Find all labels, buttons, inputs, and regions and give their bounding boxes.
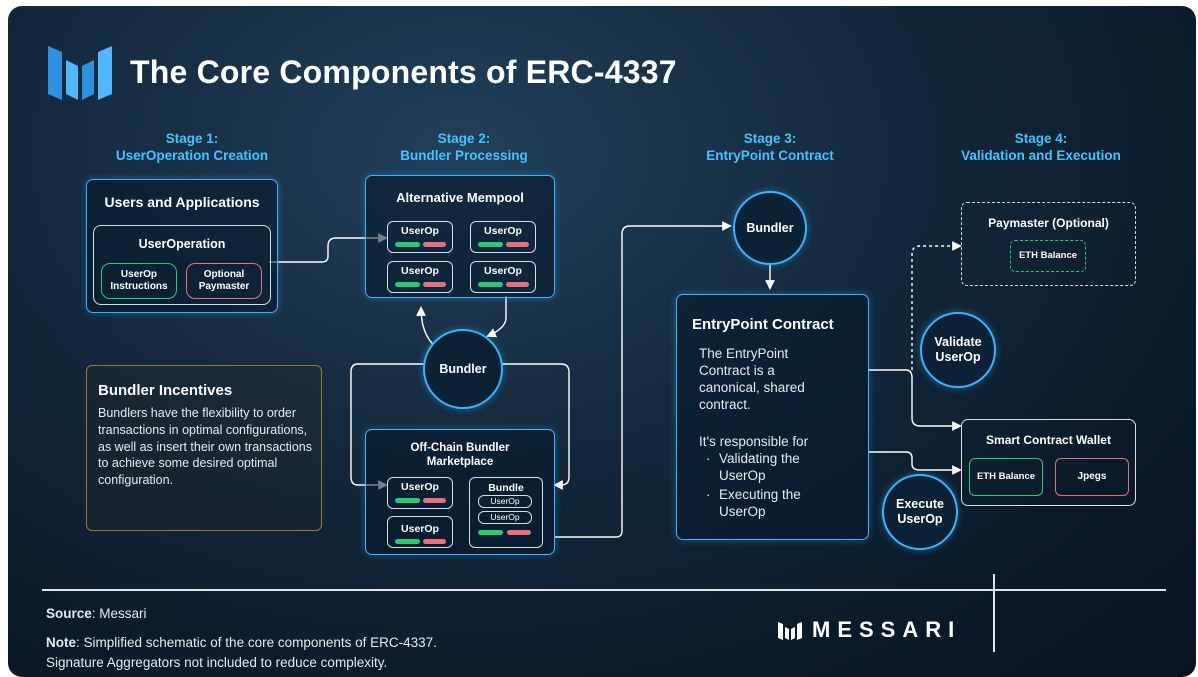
stage-2-number: Stage 2: [437,131,491,146]
stage-2-name: Bundler Processing [400,148,528,163]
entrypoint-bullet: ·Executing the UserOp [706,486,819,520]
userop-label: UserOp [401,481,439,493]
stage-3-number: Stage 3: [743,131,797,146]
users-applications-box: Users and Applications UserOperation Use… [86,179,278,313]
userop-card: UserOp [387,516,453,548]
entrypoint-title: EntryPoint Contract [692,316,834,333]
execute-line-1: Execute [896,497,944,511]
validate-line-2: UserOp [935,350,981,364]
stage3-bundler-node: Bundler [733,191,807,265]
userop-card: UserOp [387,221,453,253]
bundle-card: Bundle UserOp UserOp [469,477,543,548]
alternative-mempool-box: Alternative Mempool UserOp UserOp UserOp… [365,175,555,298]
userop-label: UserOp [401,265,439,277]
entrypoint-bullet-list: ·Validating the UserOp ·Executing the Us… [706,450,819,520]
note-line-1: : Simplified schematic of the core compo… [76,635,437,650]
smart-contract-wallet-box: Smart Contract Wallet ETH Balance Jpegs [961,419,1136,506]
stage3-bundler-label: Bundler [746,220,794,235]
userop-card: UserOp [470,221,536,253]
wallet-title: Smart Contract Wallet [986,433,1111,447]
marketplace-title-line-2: Marketplace [426,456,494,468]
page-title: The Core Components of ERC-4337 [130,54,677,90]
bullet-text: Validating the UserOp [719,451,800,483]
entrypoint-description: The EntryPoint Contract is a canonical, … [699,346,805,412]
entrypoint-responsibility-intro: It's responsible for [699,434,809,449]
bundler-node: Bundler [423,329,503,409]
instructions-line-2: Instructions [110,281,168,292]
stage-3-name: EntryPoint Contract [706,148,834,163]
stage-2-header: Stage 2: Bundler Processing [354,130,574,164]
instructions-line-1: UserOp [120,269,158,280]
wallet-jpegs: Jpegs [1055,458,1129,496]
paymaster-title: Paymaster (Optional) [988,216,1109,230]
note-text: Note: Simplified schematic of the core c… [46,633,437,673]
bundler-incentives-title: Bundler Incentives [98,382,233,399]
execute-line-2: UserOp [897,512,943,526]
source-text: Source: Messari [46,606,147,621]
connector-lines [269,221,962,538]
messari-logo-icon [48,46,112,100]
bundle-userop-chip: UserOp [478,495,532,508]
entrypoint-bullet: ·Validating the UserOp [706,450,819,484]
useroperation-title: UserOperation [138,237,226,251]
stage-4-name: Validation and Execution [961,148,1121,163]
bundler-incentives-box: Bundler Incentives Bundlers have the fle… [86,365,322,531]
note-line-2: Signature Aggregators not included to re… [46,655,388,670]
messari-wordmark: MESSARI [812,617,962,642]
source-value: : Messari [91,606,147,621]
userop-label: UserOp [401,225,439,237]
stage-4-header: Stage 4: Validation and Execution [931,130,1151,164]
userop-card: UserOp [387,477,453,509]
validate-line-1: Validate [934,335,982,349]
stage-3-header: Stage 3: EntryPoint Contract [660,130,880,164]
bullet-text: Executing the UserOp [719,487,801,519]
messari-brand: MESSARI [778,617,961,643]
alternative-mempool-title: Alternative Mempool [396,190,524,205]
bundler-incentives-body: Bundlers have the flexibility to order t… [98,406,312,488]
entrypoint-contract-box: EntryPoint Contract The EntryPoint Contr… [676,294,869,540]
bundler-node-label: Bundler [439,361,487,376]
userop-label: UserOp [484,265,522,277]
bundle-userop-chip: UserOp [478,511,532,524]
stage-4-number: Stage 4: [1014,131,1068,146]
stage-1-name: UserOperation Creation [115,148,269,163]
paymaster-line-2: Paymaster [198,281,250,292]
paymaster-eth-balance: ETH Balance [1010,240,1086,272]
userop-card: UserOp [470,261,536,293]
userop-label: UserOp [484,225,522,237]
marketplace-title: Off-Chain Bundler Marketplace [366,441,554,469]
wallet-eth-balance: ETH Balance [969,458,1043,496]
paymaster-line-1: Optional [203,269,245,280]
bundle-label: Bundle [488,482,524,494]
paymaster-optional-box: Paymaster (Optional) ETH Balance [961,202,1136,286]
infographic: The Core Components of ERC-4337 Stage 1:… [8,6,1196,677]
marketplace-title-line-1: Off-Chain Bundler [410,442,510,454]
footer-vertical-divider [993,574,995,652]
note-label: Note [46,635,76,650]
stage-1-number: Stage 1: [165,131,219,146]
offchain-marketplace-box: Off-Chain Bundler Marketplace UserOp Use… [365,429,555,555]
stage-1-header: Stage 1: UserOperation Creation [82,130,302,164]
messari-small-logo-icon [778,622,802,640]
footer-divider [42,589,1166,591]
userop-card: UserOp [387,261,453,293]
userop-label: UserOp [401,523,439,535]
source-label: Source [46,606,92,621]
users-applications-title: Users and Applications [104,194,260,210]
